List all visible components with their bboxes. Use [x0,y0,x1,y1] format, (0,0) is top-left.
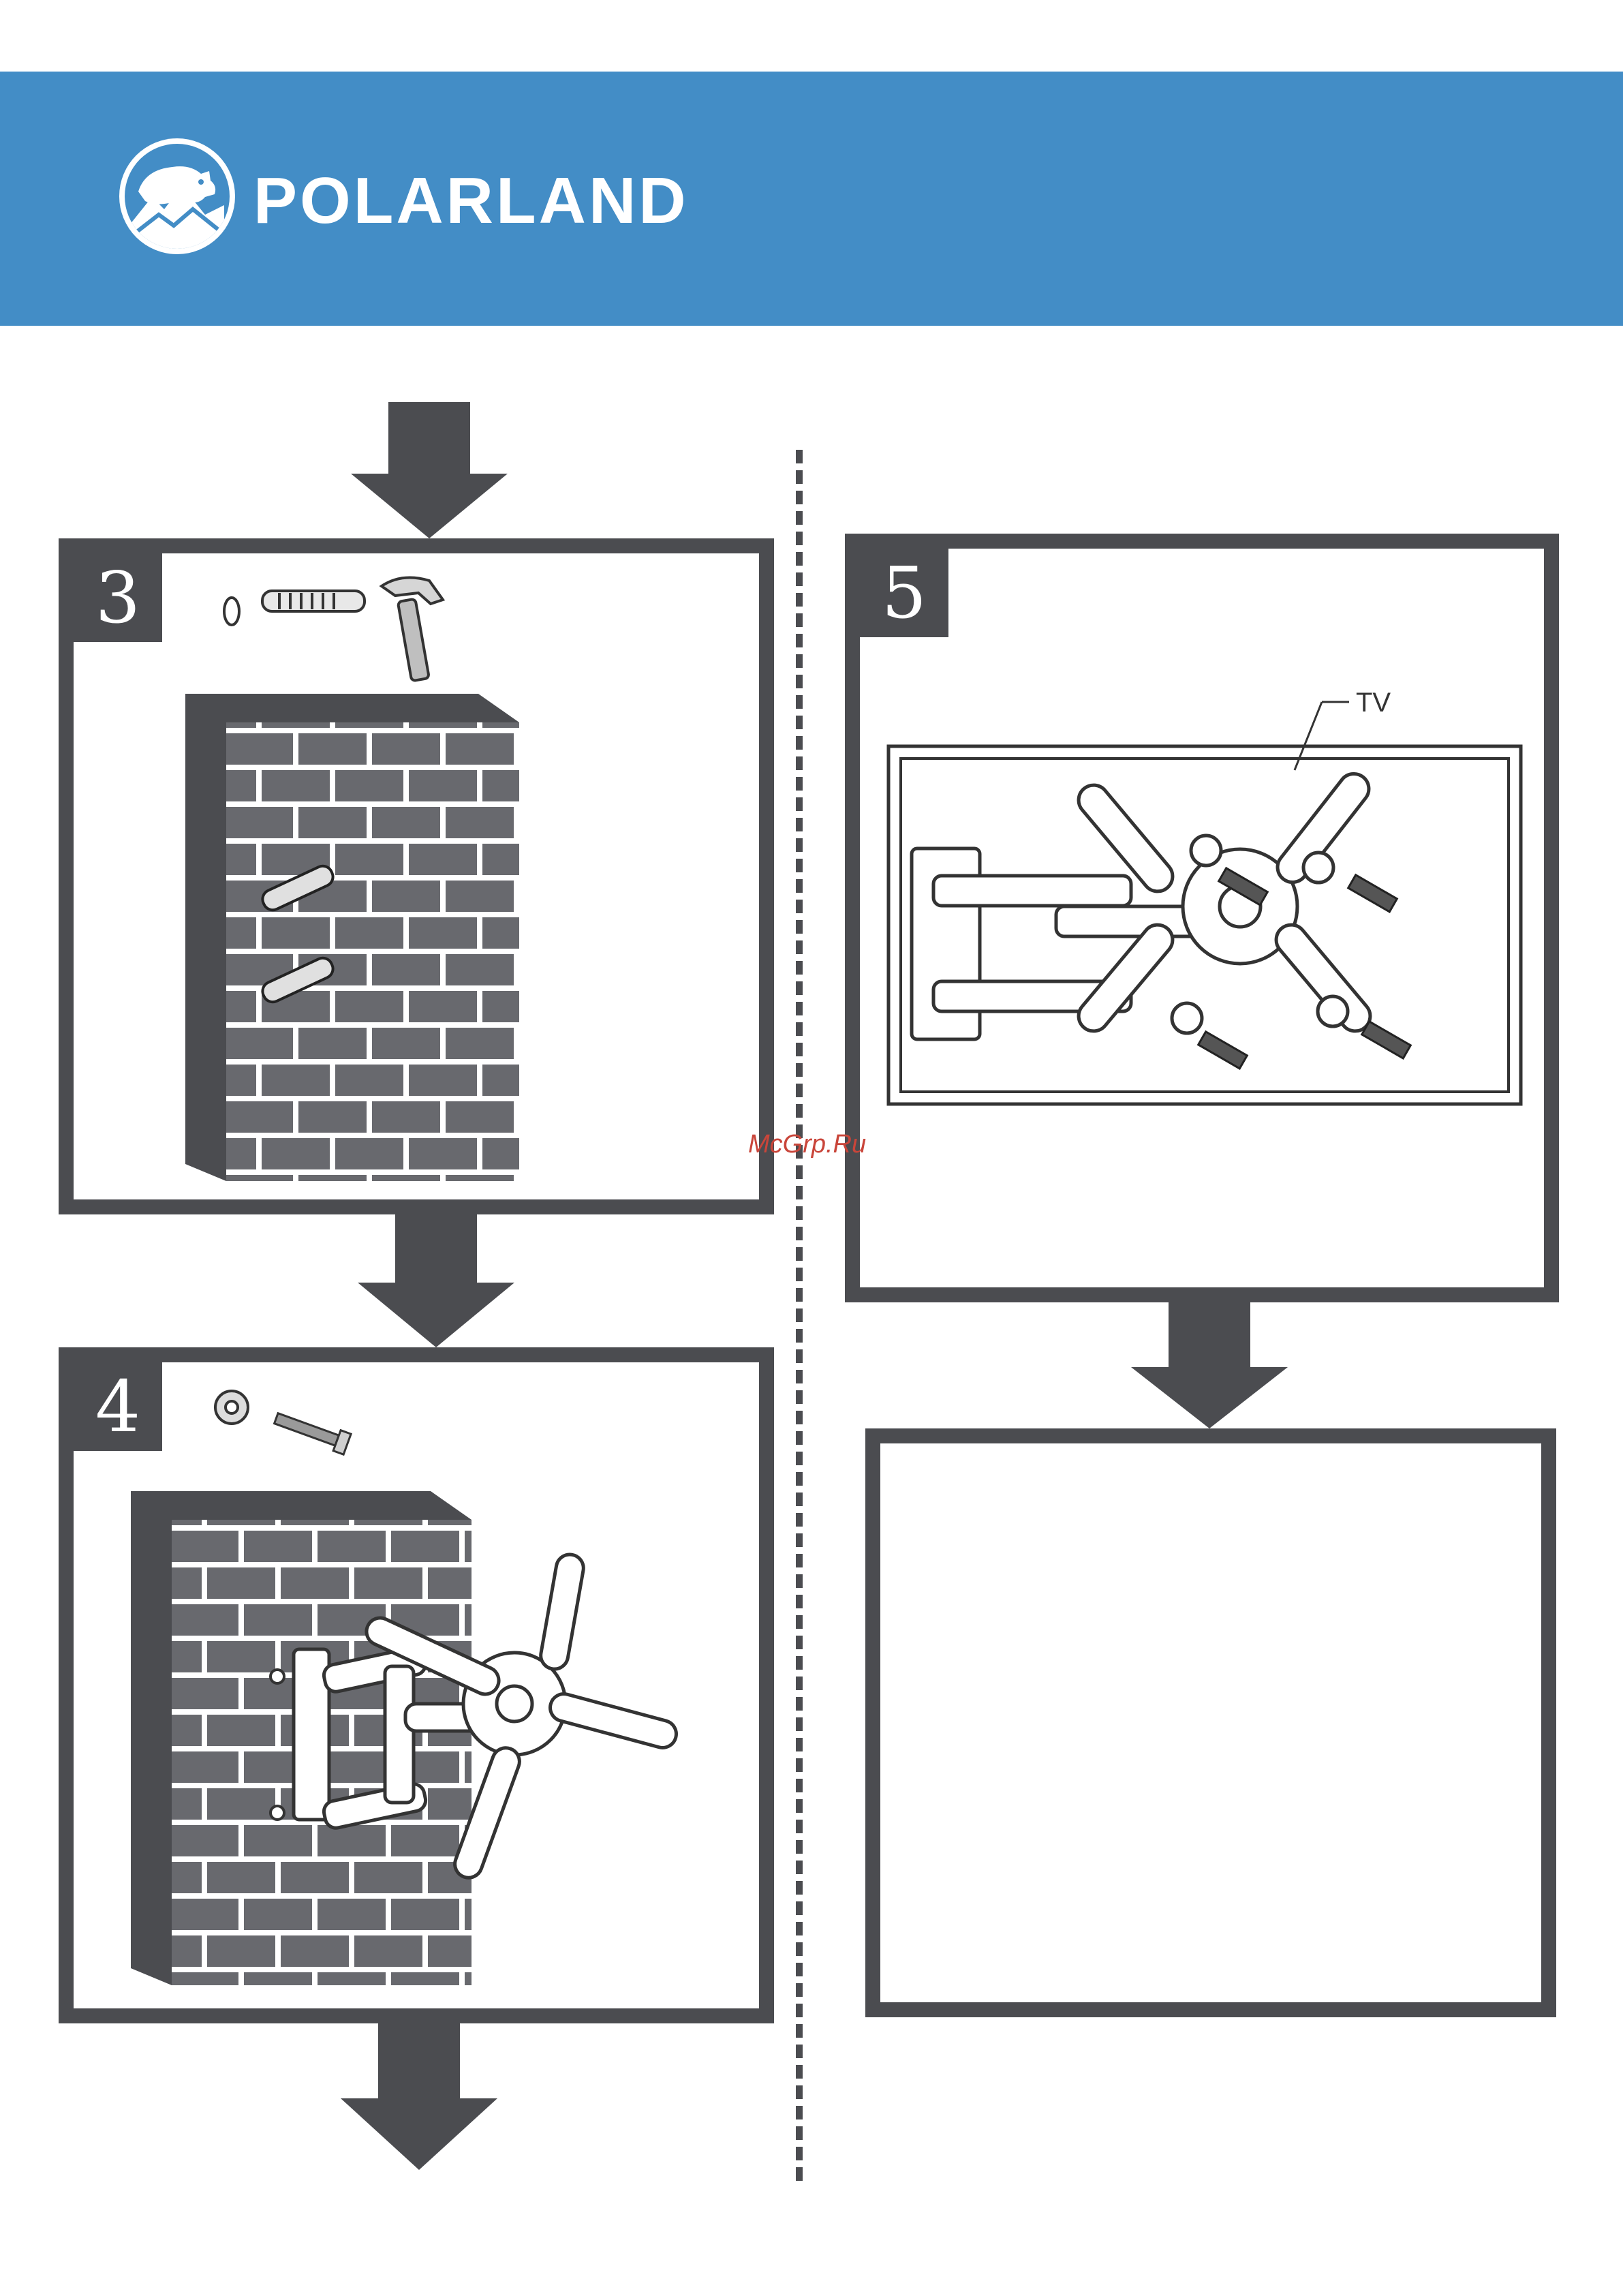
brand-name: POLARLAND [253,164,689,239]
tv-wall-mount-icon [283,1540,692,1901]
wall-plug-icon [259,581,368,622]
washer-icon [211,1387,252,1428]
step-number: 4 [74,1362,162,1451]
step-number: 5 [860,549,948,637]
step-number: 3 [74,553,162,642]
arrow-down-icon [351,402,508,538]
anchor-ring-icon [221,594,242,628]
hammer-icon [375,572,457,688]
polar-bear-logo-icon [119,138,235,254]
lag-screw-icon [267,1404,356,1458]
arrow-down-icon [341,2023,497,2170]
arrow-down-icon [358,1214,514,1347]
empty-step-panel [865,1428,1556,2017]
tv-label: TV [1356,688,1391,718]
brick-wall-icon [185,694,526,1181]
watermark: McGrp.Ru [748,1130,866,1159]
arrow-down-icon [1131,1302,1288,1428]
column-divider [796,450,803,2181]
tv-rear-diagram: TV [886,688,1526,1111]
header-banner [0,72,1623,326]
